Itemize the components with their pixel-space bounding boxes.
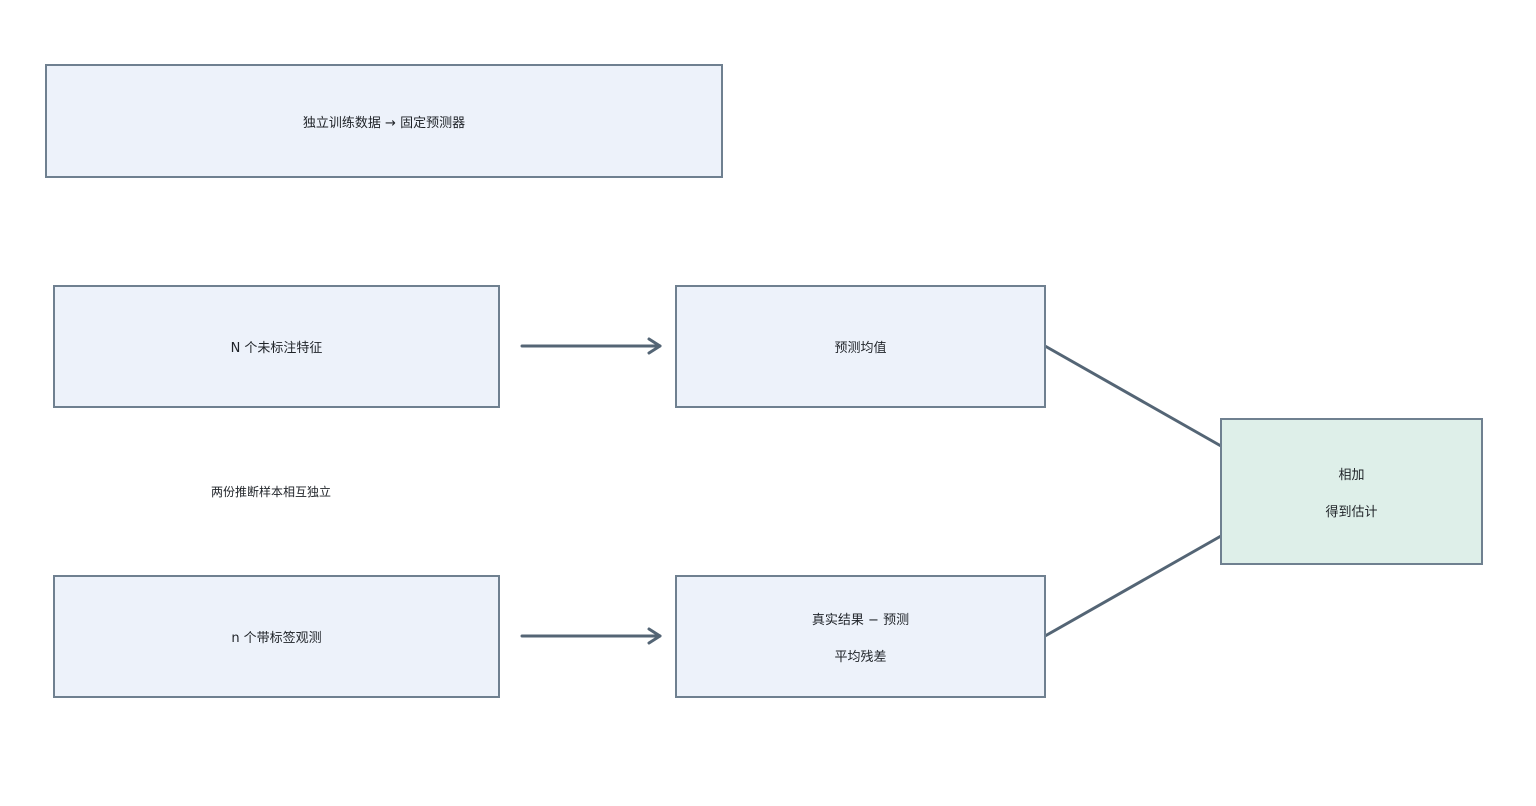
residual-line2: 平均残差 (834, 649, 887, 665)
sum-line2: 得到估计 (1325, 504, 1378, 520)
arrow-unlabeled-to-mean (520, 337, 662, 355)
labeled-observations-label: n 个带标签观测 (231, 631, 322, 646)
prediction-mean-label: 预测均值 (834, 341, 887, 356)
labeled-observations-box: n 个带标签观测 (53, 575, 500, 698)
unlabeled-features-label: N 个未标注特征 (230, 341, 323, 356)
connector-residual-to-sum (1043, 534, 1223, 638)
training-data-label: 独立训练数据 → 固定预测器 (302, 115, 466, 131)
residual-line1: 真实结果 − 预测 (811, 612, 910, 628)
sum-estimate-box: 相加 得到估计 (1220, 418, 1483, 565)
connector-mean-to-sum (1043, 344, 1223, 448)
independence-note: 两份推断样本相互独立 (211, 485, 332, 499)
residual-box: 真实结果 − 预测 平均残差 (675, 575, 1046, 698)
arrow-labeled-to-residual (520, 627, 662, 645)
sum-line1: 相加 (1338, 467, 1365, 483)
unlabeled-features-box: N 个未标注特征 (53, 285, 500, 408)
prediction-mean-box: 预测均值 (675, 285, 1046, 408)
training-data-box: 独立训练数据 → 固定预测器 (45, 64, 723, 178)
